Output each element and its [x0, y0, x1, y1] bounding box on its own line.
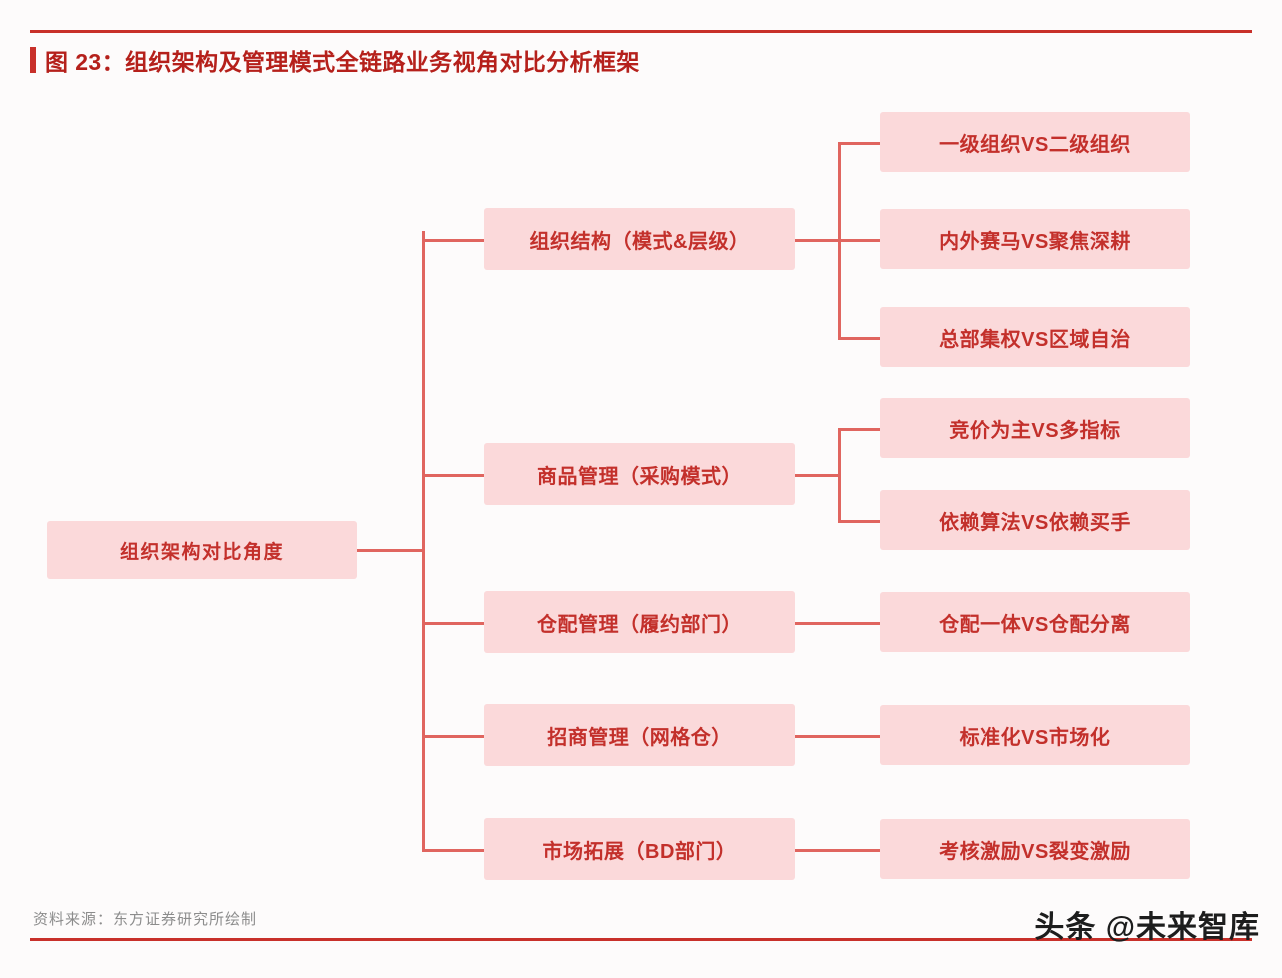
- connector-trunk-to-mid-2: [422, 474, 484, 477]
- node-label: 总部集权VS区域自治: [939, 328, 1131, 351]
- node-leaf-org-level[interactable]: 一级组织VS二级组织: [880, 112, 1190, 172]
- node-label: 标准化VS市场化: [959, 726, 1111, 749]
- node-leaf-hq-vs-region[interactable]: 总部集权VS区域自治: [880, 307, 1190, 367]
- node-label: 竞价为主VS多指标: [949, 419, 1121, 442]
- node-label: 内外赛马VS聚焦深耕: [939, 230, 1131, 253]
- connector-mid1-stub: [795, 239, 840, 242]
- connector-trunk-to-mid-3: [422, 622, 484, 625]
- node-label: 依赖算法VS依赖买手: [939, 511, 1131, 534]
- node-branch-warehouse-management[interactable]: 仓配管理（履约部门）: [484, 591, 795, 653]
- title-accent-bar: [30, 47, 36, 73]
- node-leaf-assessment-vs-fission[interactable]: 考核激励VS裂变激励: [880, 819, 1190, 879]
- figure-title-row: 图 23：组织架构及管理模式全链路业务视角对比分析框架: [30, 41, 640, 79]
- node-label: 市场拓展（BD部门）: [542, 840, 737, 863]
- node-label: 仓配管理（履约部门）: [537, 613, 742, 636]
- node-label: 组织结构（模式&层级）: [529, 230, 750, 253]
- connector-group1-leaf-3: [838, 337, 880, 340]
- node-leaf-algorithm-vs-buyer[interactable]: 依赖算法VS依赖买手: [880, 490, 1190, 550]
- node-label: 商品管理（采购模式）: [537, 465, 742, 488]
- header-divider: [30, 30, 1252, 33]
- connector-trunk-to-mid-4: [422, 735, 484, 738]
- node-leaf-standard-vs-market[interactable]: 标准化VS市场化: [880, 705, 1190, 765]
- node-leaf-race-vs-focus[interactable]: 内外赛马VS聚焦深耕: [880, 209, 1190, 269]
- connector-group1-leaf-2: [838, 239, 880, 242]
- node-root[interactable]: 组织架构对比角度: [47, 521, 357, 579]
- node-branch-product-management[interactable]: 商品管理（采购模式）: [484, 443, 795, 505]
- connector-group1-leaf-1: [838, 142, 880, 145]
- node-branch-market-expansion[interactable]: 市场拓展（BD部门）: [484, 818, 795, 880]
- node-label: 招商管理（网格仓）: [547, 726, 732, 749]
- node-leaf-integrated-vs-separated[interactable]: 仓配一体VS仓配分离: [880, 592, 1190, 652]
- connector-group5-leaf-1: [795, 849, 880, 852]
- connector-trunk-to-mid-1: [422, 239, 484, 242]
- node-label: 一级组织VS二级组织: [939, 133, 1131, 156]
- connector-group4-leaf-1: [795, 735, 880, 738]
- watermark: 头条 @未来智库: [1034, 911, 1260, 944]
- node-label: 考核激励VS裂变激励: [939, 840, 1131, 863]
- source-note: 资料来源：东方证券研究所绘制: [33, 911, 258, 928]
- node-leaf-bidding-vs-multi-index[interactable]: 竞价为主VS多指标: [880, 398, 1190, 458]
- connector-group3-leaf-1: [795, 622, 880, 625]
- node-root-label: 组织架构对比角度: [119, 541, 284, 563]
- connector-root-stub: [357, 549, 425, 552]
- connector-group2-leaf-2: [838, 520, 880, 523]
- node-branch-organization-structure[interactable]: 组织结构（模式&层级）: [484, 208, 795, 270]
- connector-group2-trunk: [838, 428, 841, 523]
- node-branch-merchant-management[interactable]: 招商管理（网格仓）: [484, 704, 795, 766]
- page-title: 图 23：组织架构及管理模式全链路业务视角对比分析框架: [45, 49, 640, 75]
- connector-main-trunk: [422, 231, 425, 851]
- footer-divider: [30, 938, 1252, 941]
- connector-mid2-stub: [795, 474, 840, 477]
- connector-group2-leaf-1: [838, 428, 880, 431]
- node-label: 仓配一体VS仓配分离: [939, 613, 1131, 636]
- connector-trunk-to-mid-5: [422, 849, 484, 852]
